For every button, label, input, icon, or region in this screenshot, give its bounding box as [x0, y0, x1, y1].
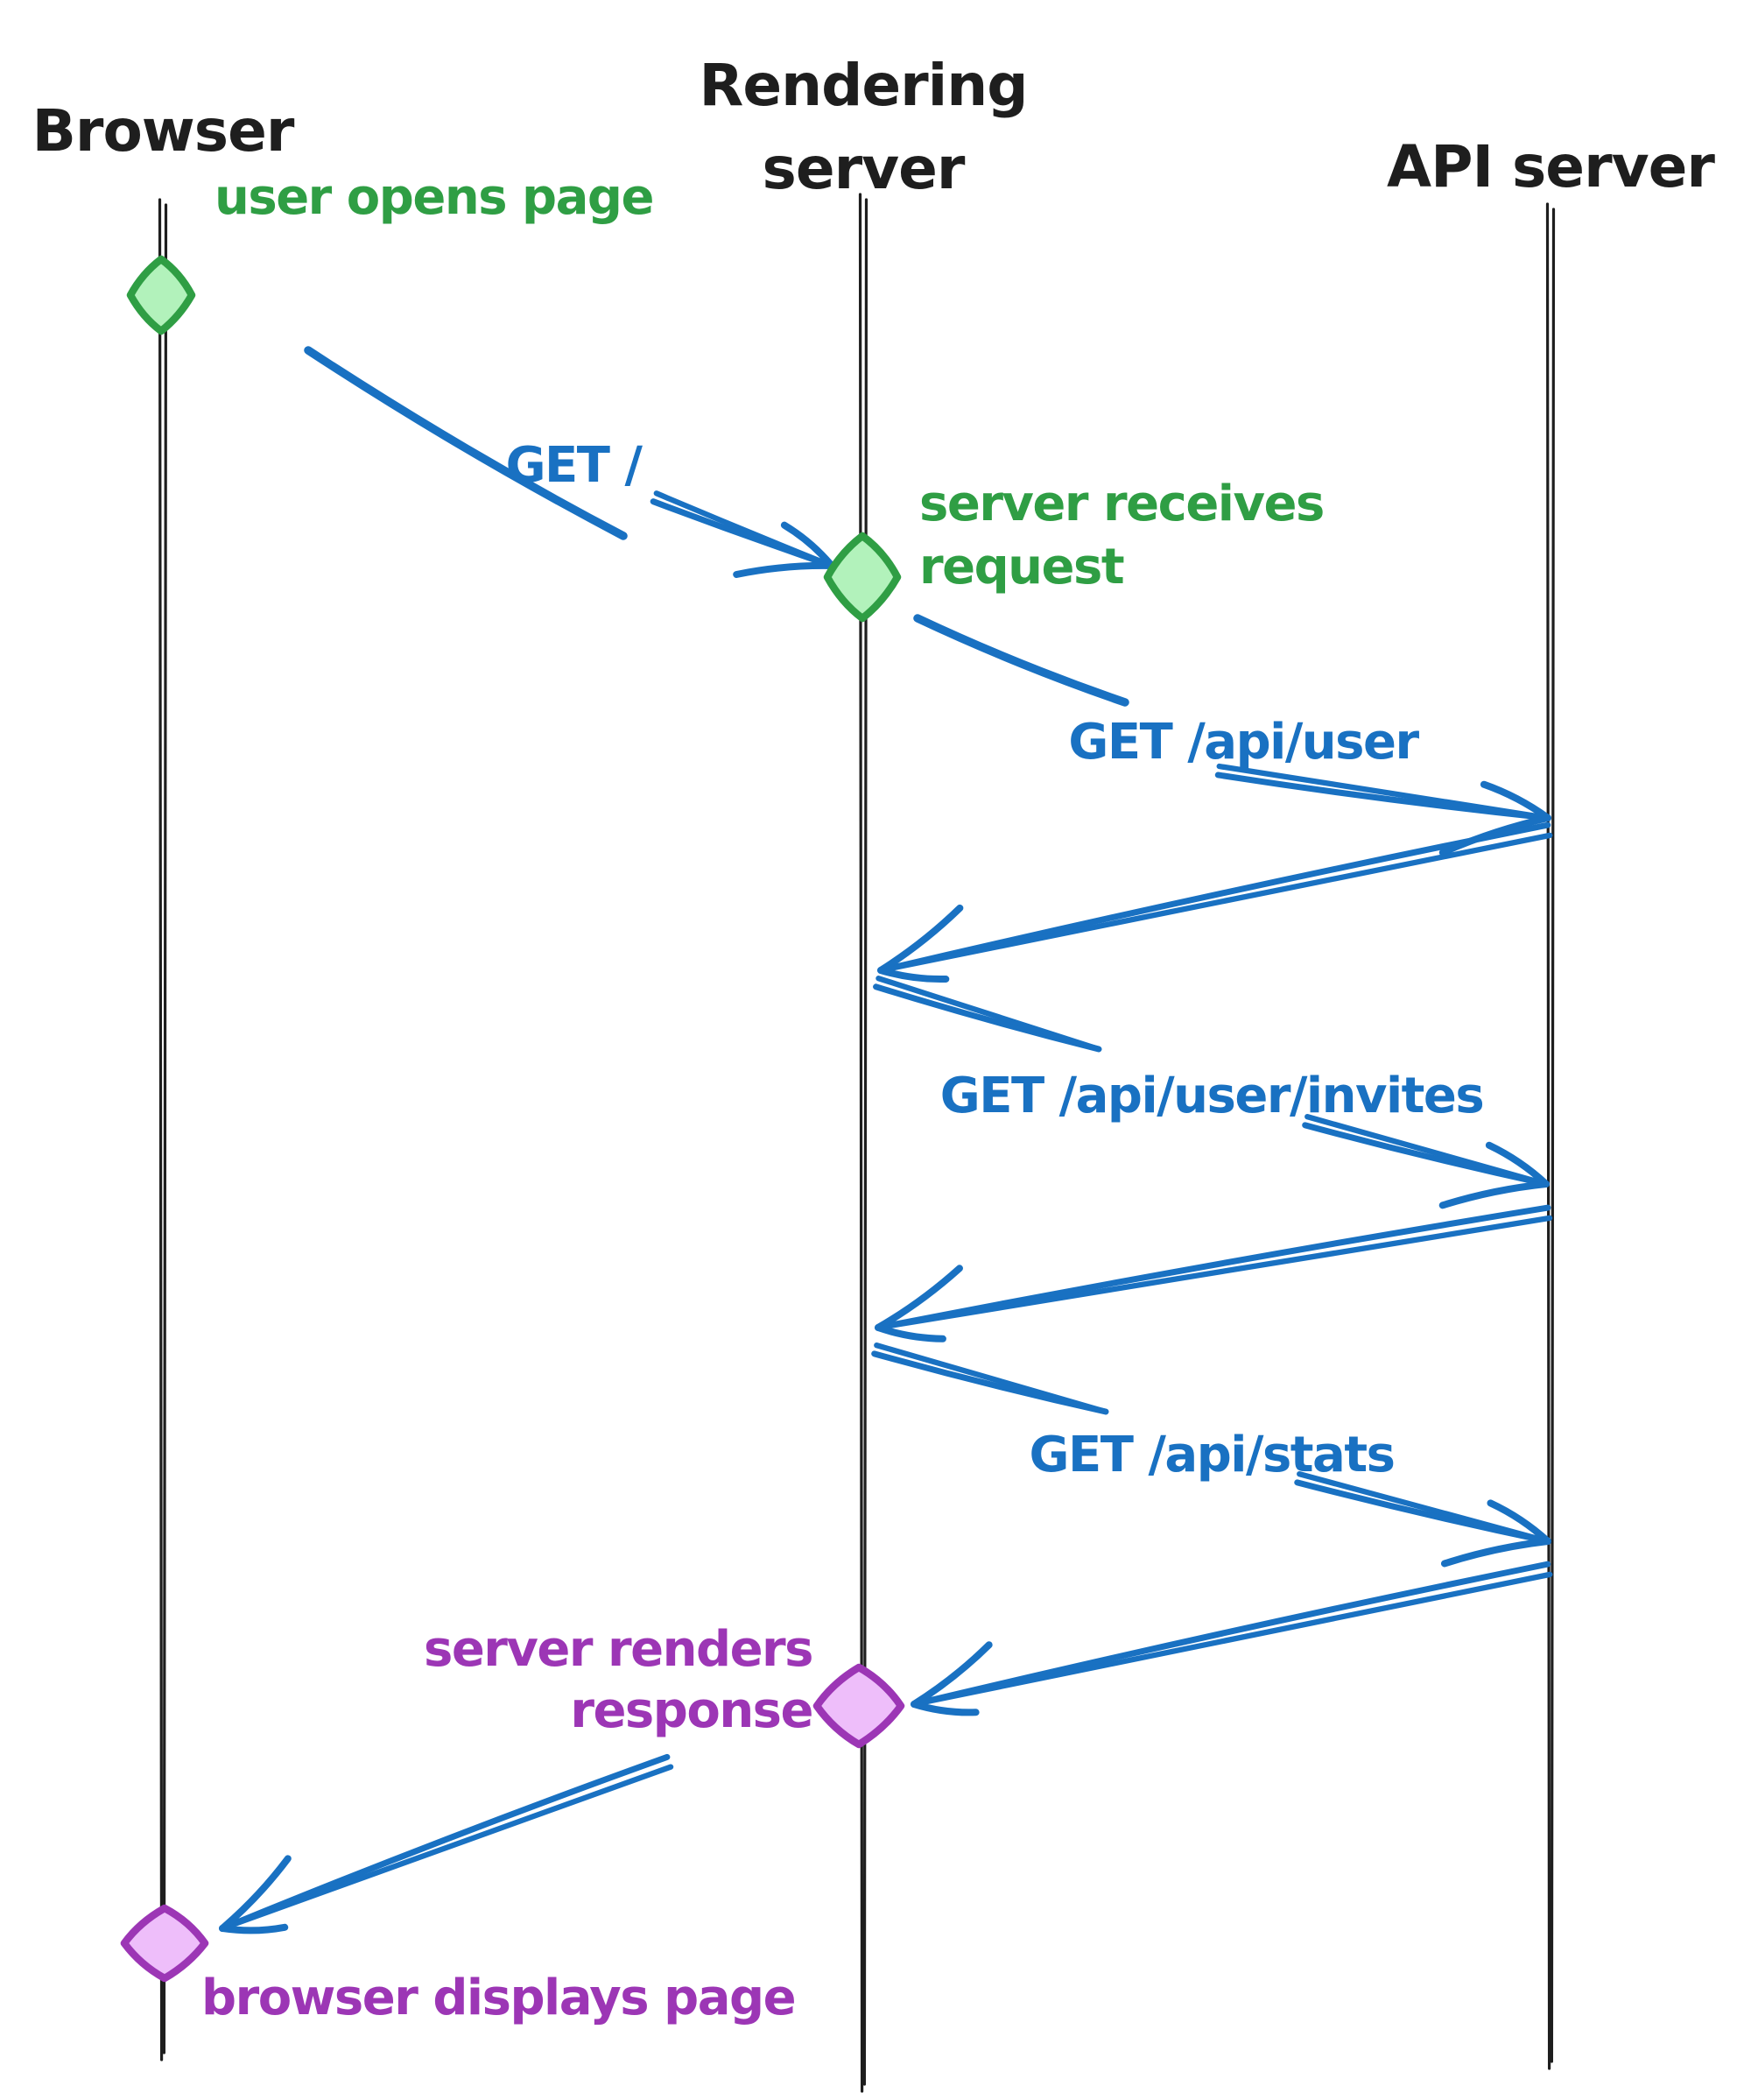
response-api-stats-stroke	[911, 1571, 1553, 1708]
message-get-root: GET /	[304, 346, 835, 578]
lifeline-stroke	[162, 203, 168, 2054]
arrowhead-icon	[219, 1923, 289, 1934]
lifeline-stroke	[862, 198, 868, 2086]
arrowhead-icon	[1485, 1141, 1550, 1187]
message-get-api-user-label: GET /api/user	[1068, 714, 1419, 771]
event-server-receives-request: server receives request	[823, 476, 1325, 623]
lifeline-stroke	[858, 193, 864, 2093]
response-rendered-page-stroke	[219, 1764, 674, 1932]
green-diamond-icon	[126, 255, 196, 335]
message-get-api-user-stroke	[1216, 763, 1551, 821]
response-api-user-stroke	[877, 821, 1551, 974]
actor-label-browser: Browser	[32, 97, 295, 165]
response-api-stats-stroke	[911, 1561, 1551, 1708]
arrowhead-icon	[911, 1641, 993, 1708]
actor-label-api-server: API server	[1387, 133, 1715, 201]
message-get-api-stats-label: GET /api/stats	[1030, 1427, 1395, 1483]
message-get-api-user-invites-label: GET /api/user/invites	[940, 1068, 1483, 1124]
message-get-root-label: GET /	[506, 437, 643, 494]
lifeline-stroke	[158, 198, 164, 2061]
purple-diamond-icon	[120, 1904, 209, 1983]
arrowhead-icon	[1487, 1499, 1551, 1545]
message-get-api-stats-stroke	[874, 1342, 1109, 1415]
green-diamond-icon	[823, 532, 902, 623]
message-get-api-user: GET /api/user	[913, 614, 1551, 856]
lifeline-stroke	[1550, 208, 1556, 2063]
event-server-renders-response-label: server renders	[424, 1621, 812, 1678]
lifeline-api-server: API server	[1387, 133, 1716, 2070]
arrowhead-icon	[733, 561, 835, 578]
lifeline-stroke	[1545, 202, 1551, 2070]
actor-label-rendering-server: Rendering	[700, 52, 1028, 119]
arrowhead-icon	[780, 521, 835, 569]
arrowhead-icon	[1438, 1180, 1550, 1209]
message-get-api-stats-stroke	[1297, 1471, 1551, 1545]
response-rendered-page	[219, 1753, 674, 1934]
lifeline-rendering-server: Rendering server	[700, 52, 1028, 2093]
message-get-api-user-invites: GET /api/user/invites	[873, 976, 1550, 1209]
event-browser-displays-page-label: browser displays page	[201, 1970, 795, 2026]
event-user-opens-page: user opens page	[126, 169, 654, 335]
arrowhead-icon	[1440, 1538, 1551, 1568]
message-get-root-stroke	[653, 490, 835, 569]
arrowhead-icon	[875, 1265, 963, 1331]
response-api-user-invites-stroke	[875, 1215, 1553, 1331]
event-user-opens-page-label: user opens page	[214, 169, 653, 226]
arrowhead-icon	[877, 904, 964, 974]
message-get-root-stroke	[304, 346, 628, 540]
event-server-receives-request-label: server receives	[919, 476, 1324, 532]
message-get-api-stats: GET /api/stats	[871, 1342, 1551, 1568]
arrowhead-icon	[1438, 814, 1551, 856]
message-get-api-user-stroke	[913, 614, 1129, 707]
response-api-user	[877, 821, 1553, 983]
event-server-receives-request-label: request	[919, 539, 1124, 595]
arrowhead-icon	[219, 1855, 292, 1932]
message-get-api-user-invites-stroke	[876, 976, 1102, 1053]
actor-label-rendering-server: server	[763, 135, 966, 202]
response-api-user-invites	[875, 1204, 1553, 1342]
event-browser-displays-page: browser displays page	[120, 1904, 797, 2026]
response-api-user-stroke	[877, 832, 1553, 974]
purple-diamond-icon	[812, 1663, 905, 1749]
event-server-renders-response-label: response	[570, 1682, 812, 1739]
response-api-stats	[911, 1561, 1553, 1716]
message-get-api-user-invites-stroke	[1304, 1114, 1550, 1187]
lifeline-browser: Browser	[32, 97, 296, 2061]
arrowhead-icon	[911, 1701, 980, 1716]
arrowhead-icon	[875, 1324, 946, 1342]
arrowhead-icon	[877, 967, 950, 983]
arrowhead-icon	[1480, 780, 1551, 821]
response-api-user-invites-stroke	[875, 1204, 1551, 1331]
